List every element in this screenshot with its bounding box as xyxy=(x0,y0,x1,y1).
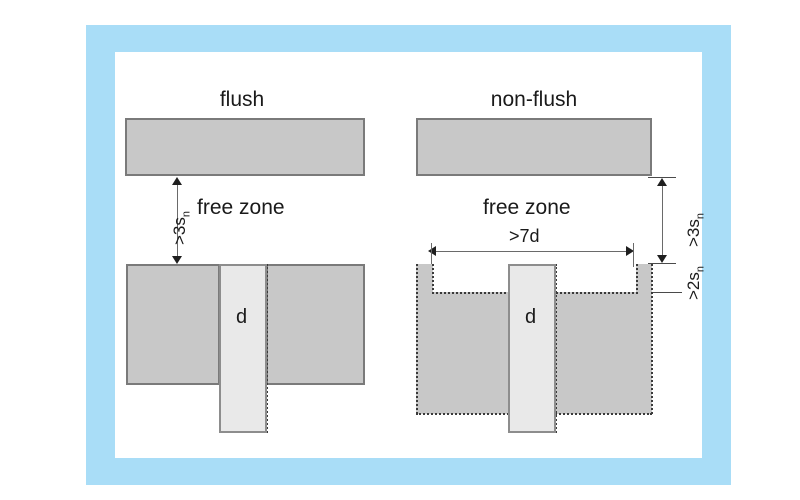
nonflush-dimension-arrow-down xyxy=(657,255,667,263)
nonflush-width-ext-left xyxy=(431,243,432,267)
nonflush-free-zone-label: free zone xyxy=(483,196,571,219)
flush-freezone-dimension-line xyxy=(177,180,178,262)
flush-freezone-dimension-label: >3sn xyxy=(170,211,192,245)
nonflush-diameter-label: d xyxy=(525,306,537,328)
panel-title-flush: flush xyxy=(219,88,265,111)
nonflush-recess-floor-right xyxy=(556,292,638,294)
nonflush-mount-floor-right xyxy=(554,292,652,414)
flush-free-zone-label: free zone xyxy=(197,196,285,219)
nonflush-mount-outer-left xyxy=(416,264,418,414)
nonflush-sensor-body xyxy=(508,264,556,433)
nonflush-mount-outer-right xyxy=(651,264,653,414)
nonflush-recess-edge-left xyxy=(432,264,434,294)
flush-dim-sub: n xyxy=(180,210,193,218)
nonflush-width-dimension-line xyxy=(432,251,632,252)
nonflush-sensor-hidden-edge xyxy=(555,264,557,433)
flush-mount-left xyxy=(126,264,220,385)
nonflush-recess-dimension-label: >2sn xyxy=(684,266,706,300)
nonflush-recess-tick-bottom xyxy=(648,292,682,293)
nonflush-recess-value: >2s xyxy=(684,272,703,300)
nonflush-freezone-dimension-line xyxy=(662,181,663,261)
nonflush-dimension-arrow-up xyxy=(657,178,667,186)
flush-sensor-hidden-edge xyxy=(266,264,268,433)
nonflush-dim-tick-mid xyxy=(648,263,676,264)
flush-mount-right xyxy=(266,264,365,385)
flush-dim-value: >3s xyxy=(170,217,189,245)
panel-title-non-flush: non-flush xyxy=(490,88,578,111)
nonflush-width-arrow-right xyxy=(626,246,634,256)
nonflush-recess-floor-left xyxy=(432,292,510,294)
nonflush-dim-tick-top xyxy=(648,177,676,178)
nonflush-freezone-dimension-label: >3sn xyxy=(684,213,706,247)
nonflush-recess-edge-right xyxy=(636,264,638,294)
nonflush-width-arrow-left xyxy=(428,246,436,256)
nonflush-width-ext-right xyxy=(633,243,634,267)
nonflush-dim-sub: n xyxy=(694,212,707,220)
flush-dimension-arrow-down xyxy=(172,256,182,264)
flush-diameter-label: d xyxy=(236,306,248,328)
nonflush-recess-sub: n xyxy=(694,265,707,273)
flush-dimension-arrow-up xyxy=(172,177,182,185)
nonflush-dim-value: >3s xyxy=(684,219,703,247)
nonflush-width-dimension-label: >7d xyxy=(509,226,540,246)
flush-sensor-body xyxy=(219,264,267,433)
nonflush-target-bar xyxy=(416,118,652,176)
flush-target-bar xyxy=(125,118,365,176)
nonflush-mount-floor-left xyxy=(416,292,510,414)
